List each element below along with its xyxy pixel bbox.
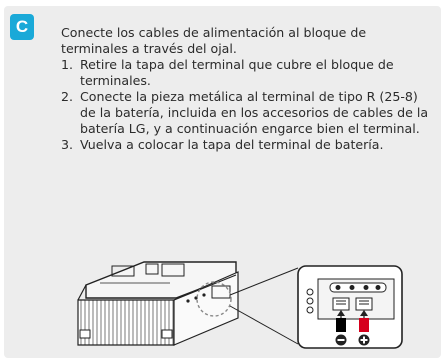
step-number: 2. xyxy=(61,89,74,104)
step-text: Conecte la pieza metálica al terminal de… xyxy=(80,89,429,136)
step-item: 1. Retire la tapa del terminal que cubre… xyxy=(61,57,431,89)
step-badge: C xyxy=(10,14,34,40)
steps-list: 1. Retire la tapa del terminal que cubre… xyxy=(61,57,431,153)
step-text: Retire la tapa del terminal que cubre el… xyxy=(80,57,394,88)
step-item: 3. Vuelva a colocar la tapa del terminal… xyxy=(61,137,431,153)
step-item: 2. Conecte la pieza metálica al terminal… xyxy=(61,89,431,137)
instruction-text: Conecte los cables de alimentación al bl… xyxy=(61,25,431,153)
step-number: 3. xyxy=(61,137,74,152)
step-number: 1. xyxy=(61,57,74,72)
intro-text: Conecte los cables de alimentación al bl… xyxy=(61,25,367,56)
step-text: Vuelva a colocar la tapa del terminal de… xyxy=(80,137,384,152)
